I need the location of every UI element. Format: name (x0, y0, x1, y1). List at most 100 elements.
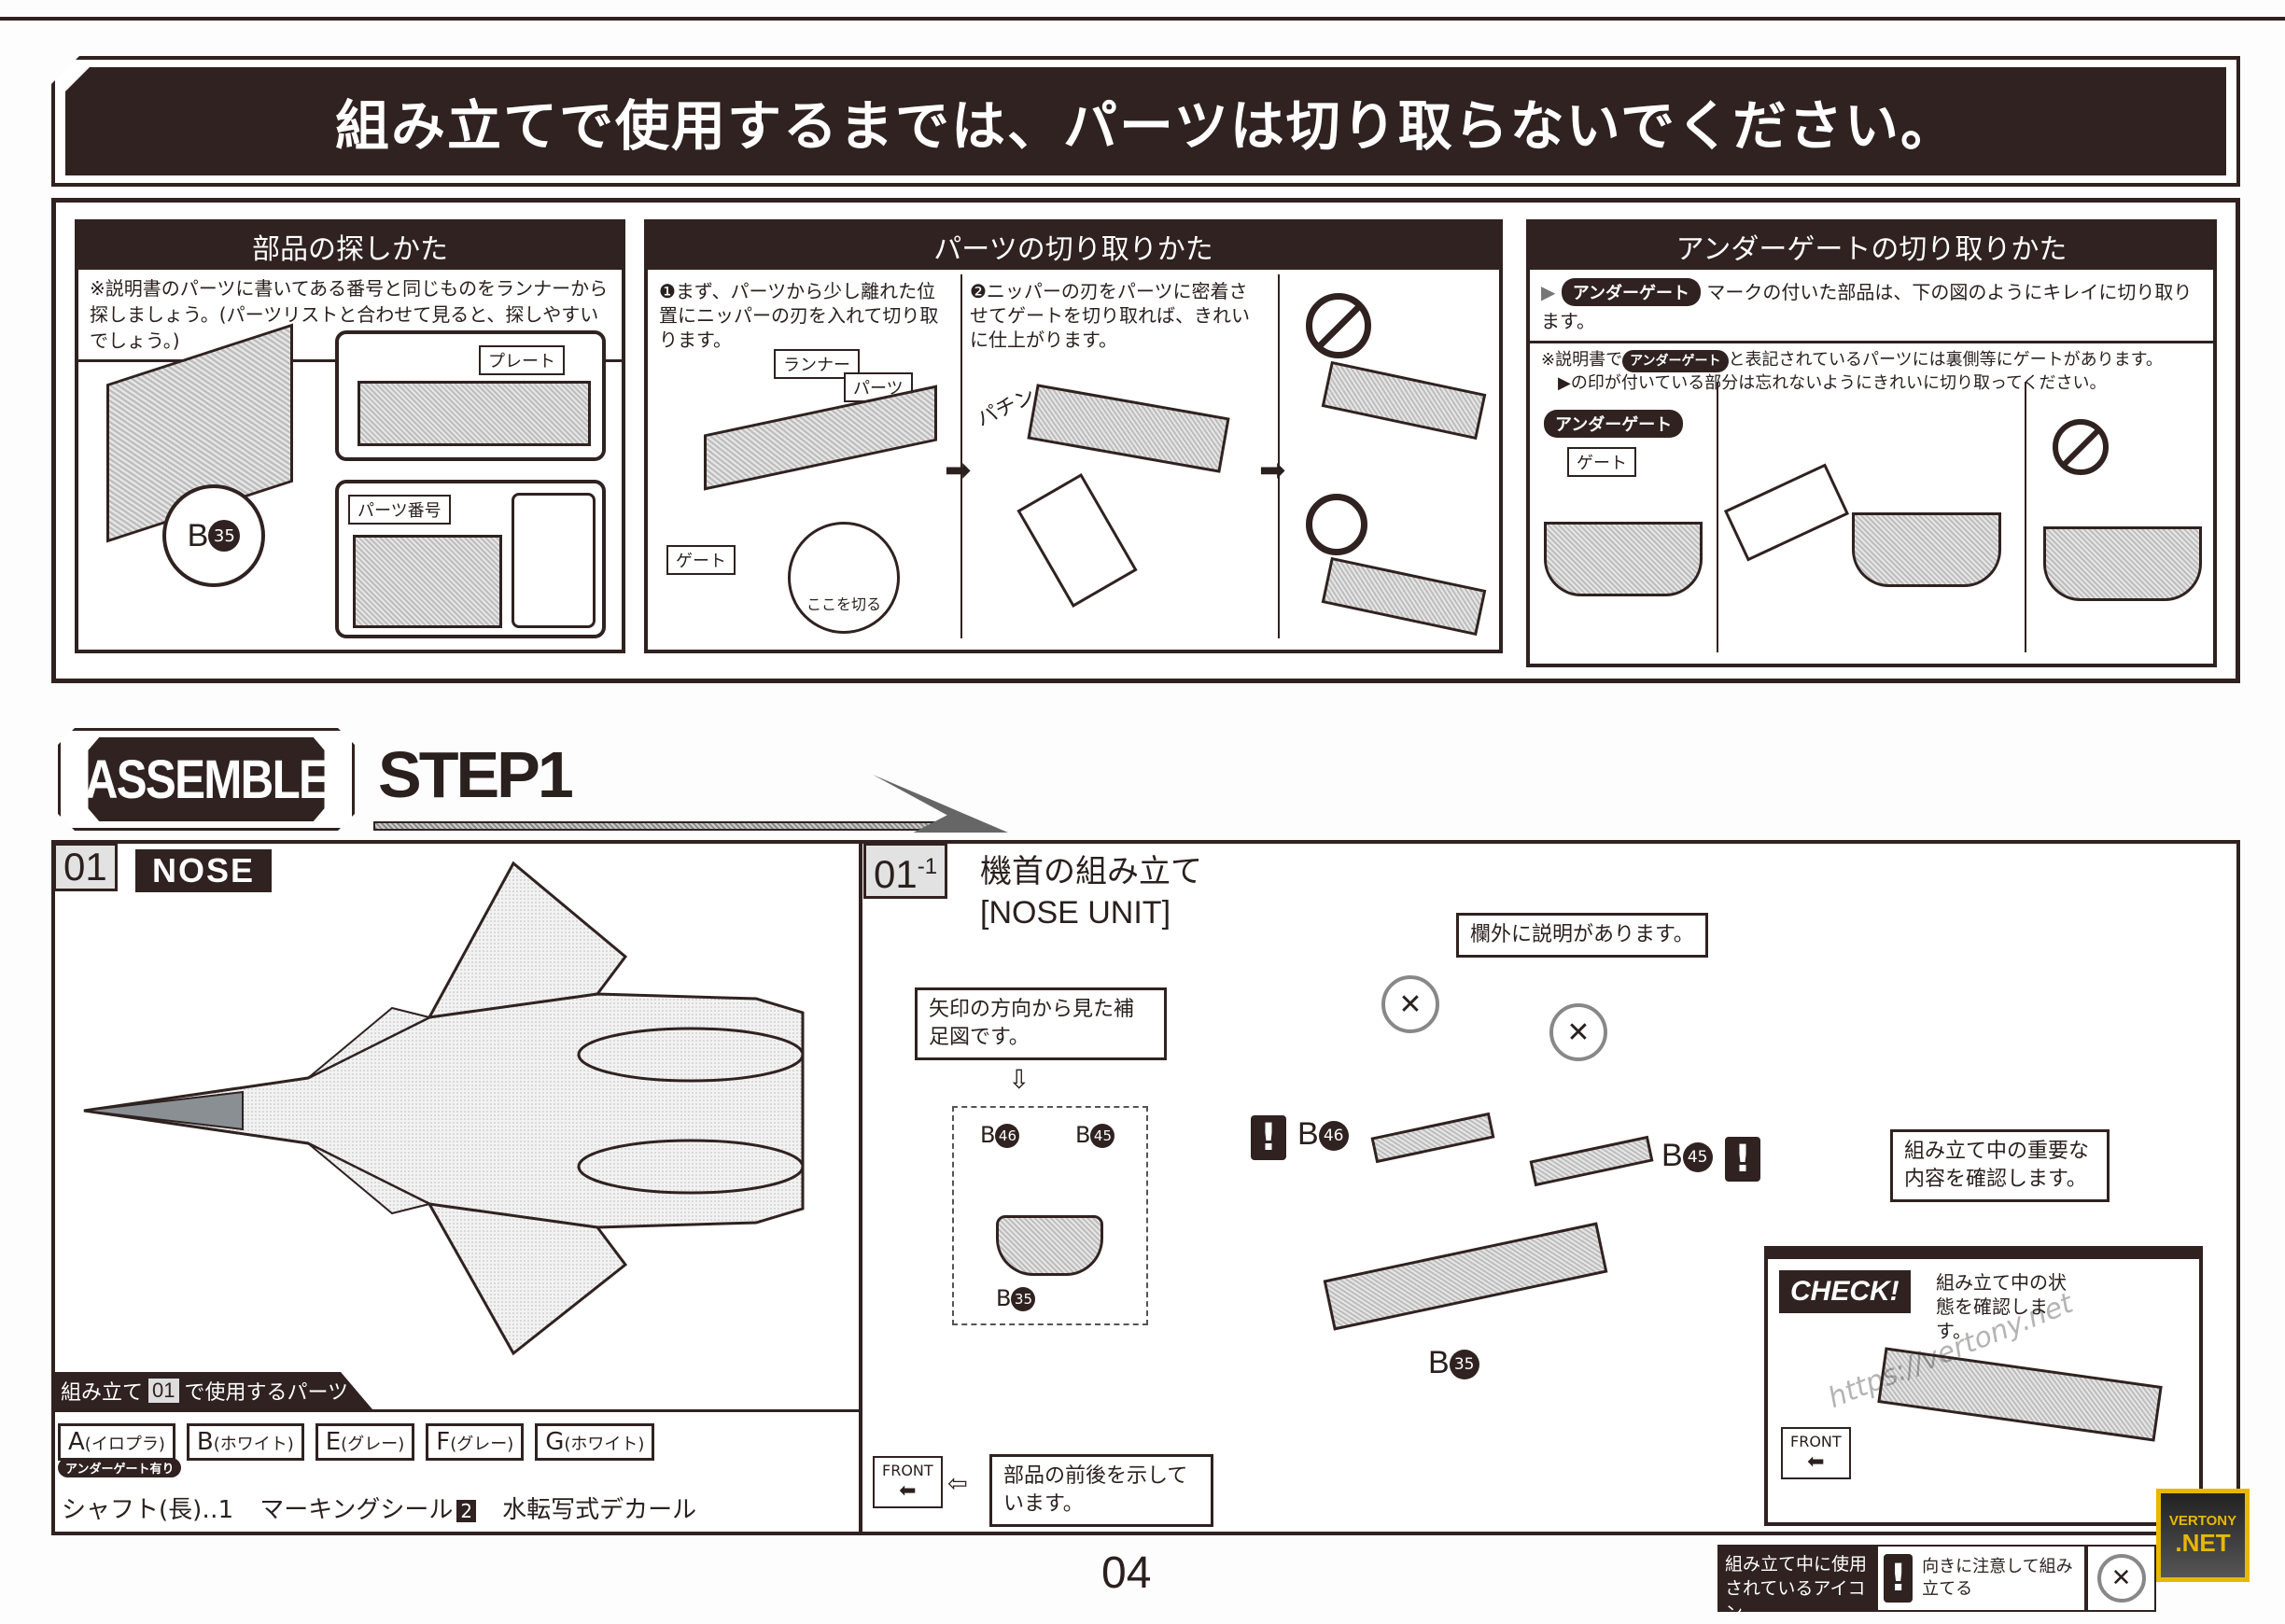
subsection-title: 機首の組み立て [NOSE UNIT] (980, 851, 1202, 933)
find-parts-title: 部品の探しかた (78, 223, 622, 270)
divider (1717, 382, 1718, 652)
part-number-illustration (353, 535, 502, 628)
no-cement-icon: ✕ (2096, 1554, 2146, 1603)
front-indicator: FRONT⬅ (1781, 1427, 1851, 1479)
section-divider (859, 840, 862, 1535)
warning-banner: 組み立てで使用するまでは、パーツは切り取らないでください。 (65, 67, 2226, 175)
aircraft-nose-cone (83, 1090, 244, 1131)
nipper-illustration (1016, 473, 1138, 608)
part-ref-number: 35 (208, 520, 241, 552)
label-gate: ゲート (666, 545, 736, 575)
part-illustration (1027, 384, 1230, 473)
nipper-illustration (1723, 463, 1850, 562)
aircraft-canard (307, 1142, 432, 1215)
step-title: STEP1 (378, 738, 574, 811)
divider (2025, 382, 2026, 652)
good-cut-part (1321, 556, 1487, 637)
arrow-right-icon: ➡ (945, 452, 972, 489)
runner-g: G(ホワイト) (535, 1423, 655, 1461)
check-box: CHECK! 組み立て中の状態を確認します。 FRONT⬅ (1764, 1246, 2203, 1526)
no-cement-icon: ✕ (1381, 975, 1439, 1033)
cut-here-bubble: ここを切る (788, 522, 900, 634)
bad-cut-part (1321, 360, 1487, 441)
icon-legend-no-cement: ✕ (2086, 1545, 2156, 1612)
divider (960, 274, 962, 638)
page-number: 04 (1101, 1548, 1152, 1598)
decal-item: 水転写式デカール (502, 1496, 697, 1524)
cut-parts-title: パーツの切り取りかた (648, 223, 1499, 270)
under-gate-panel: アンダーゲートの切り取りかた ▶ アンダーゲート マークの付いた部品は、下の図の… (1526, 219, 2217, 667)
runner-cut-illustration (704, 385, 937, 491)
orientation-caution-icon: ! (1251, 1115, 1286, 1160)
runner-e: E(グレー) (315, 1423, 415, 1461)
under-gate-note: ※説明書でアンダーゲートと表記されているパーツには裏側等にゲートがあります。 ▶… (1541, 350, 2163, 393)
arrow-left-icon: ⇦ (947, 1470, 968, 1498)
parts-used-header: 組み立て 01 で使用するパーツ (55, 1372, 372, 1409)
step-arrow-shaft (373, 821, 971, 831)
label-part-number: パーツ番号 (348, 495, 451, 525)
orientation-caution-icon: ! (1725, 1137, 1760, 1182)
bad-under-gate-part (2043, 526, 2202, 601)
runner-f: F(グレー) (426, 1423, 525, 1461)
under-gate-pill: アンダーゲート (1561, 278, 1702, 306)
cut-parts-panel: パーツの切り取りかた ❶まず、パーツから少し離れた位置にニッパーの刃を入れて切り… (644, 219, 1503, 653)
icon-legend-title: 組み立て中に使用されているアイコン (1717, 1545, 1876, 1623)
shaft-item: シャフト(長)‥1 (62, 1496, 234, 1524)
subsection-title-en: [NOSE UNIT] (980, 895, 1171, 931)
subsection-number: 01-1 (863, 843, 948, 899)
warning-banner-text: 組み立てで使用するまでは、パーツは切り取らないでください。 (334, 94, 1957, 158)
part-number-zoom-box: パーツ番号 (335, 480, 606, 638)
runner-a: A(イロプラ) (58, 1423, 175, 1461)
arrow-down-icon: ⇩ (1008, 1064, 1030, 1095)
aircraft-wing-top (427, 861, 628, 1019)
plate-illustration (357, 381, 591, 446)
runner-list: A(イロプラ) B(ホワイト) E(グレー) F(グレー) G(ホワイト) (58, 1423, 655, 1461)
label-plate: プレート (479, 345, 565, 375)
part-b35-view (996, 1215, 1103, 1276)
part-ref-bubble: B 35 (162, 484, 265, 587)
check-label: CHECK! (1779, 1270, 1911, 1313)
ok-circle-icon (1306, 494, 1367, 555)
label-gate: ゲート (1567, 447, 1636, 477)
icon-legend-caution: ! 向きに注意して組み立てる (1876, 1545, 2086, 1612)
no-cement-icon: ✕ (1549, 1003, 1607, 1061)
check-text: 組み立て中の状態を確認します。 (1936, 1271, 2067, 1342)
cut-step-2: ❷ニッパーの刃をパーツに密着させてゲートを切り取れば、きれいに仕上がります。 (970, 280, 1250, 351)
top-rule (0, 17, 2285, 21)
under-gate-badge: アンダーゲート有り (58, 1458, 182, 1477)
cut-under-gate-part (1852, 512, 2001, 587)
prohibited-icon (1306, 293, 1371, 358)
aircraft-engine (577, 1139, 805, 1195)
divider (1278, 274, 1280, 638)
subsection-title-jp: 機首の組み立て (980, 853, 1202, 890)
under-gate-title: アンダーゲートの切り取りかた (1530, 223, 2213, 270)
under-gate-pill-2: アンダーゲート (1544, 410, 1684, 438)
under-gate-part (1544, 522, 1703, 596)
parts-used-rule (51, 1409, 859, 1412)
assemble-badge: ASSEMBLE (88, 737, 324, 821)
plate-zoom-box: プレート (335, 330, 606, 461)
callout-arrow-view: 矢印の方向から見た補足図です。 (915, 987, 1167, 1060)
arrow-right-icon: ➡ (1259, 452, 1286, 489)
cut-step-1: ❶まず、パーツから少し離れた位置にニッパーの刃を入れて切り取ります。 (659, 280, 939, 351)
callout-check: 組み立て中の重要な内容を確認します。 (1890, 1129, 2110, 1202)
orientation-caution-icon: ! (1884, 1554, 1914, 1603)
runner-b: B(ホワイト) (186, 1423, 304, 1461)
section-name: NOSE (135, 849, 273, 892)
callout-front: 部品の前後を示しています。 (989, 1454, 1213, 1527)
aircraft-illustration (83, 861, 805, 1356)
callout-margin-note: 欄外に説明があります。 (1456, 913, 1708, 958)
watermark-logo: VERTONY .NET (2156, 1489, 2250, 1582)
aircraft-canard (307, 1006, 432, 1079)
aircraft-engine (577, 1027, 805, 1083)
section-number: 01 (53, 843, 118, 891)
